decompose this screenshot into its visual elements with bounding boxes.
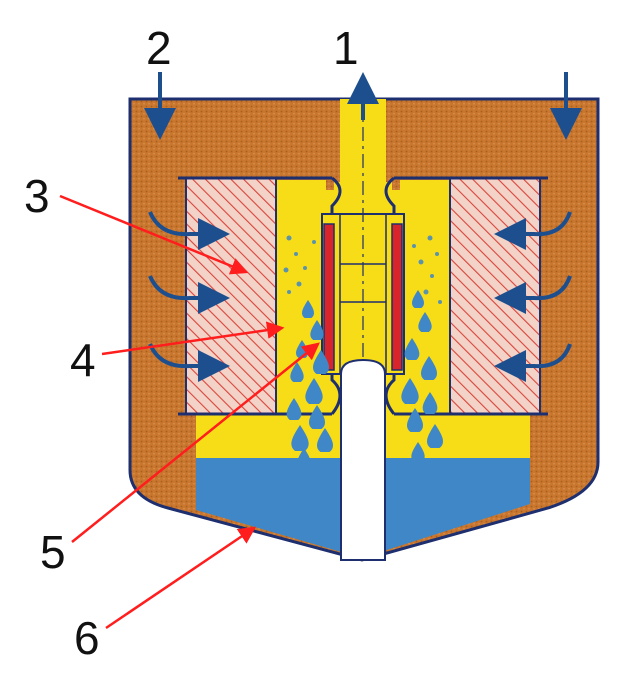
flow-arrow-left-1 (148, 211, 230, 250)
flow-arrow-left-2 (148, 275, 230, 314)
callout-4: 4 (70, 334, 96, 386)
callout-5: 5 (40, 526, 66, 578)
callout-6: 6 (74, 612, 100, 664)
flow-arrow-left-3 (148, 343, 230, 382)
flow-arrow-right-2 (494, 275, 572, 314)
leader-lines (59, 194, 320, 630)
flow-arrows (144, 72, 582, 382)
heating-element-left (323, 223, 335, 371)
leader-4 (101, 321, 285, 356)
flow-arrow-right-1 (494, 211, 572, 250)
callout-3: 3 (24, 170, 50, 222)
callout-1: 1 (333, 22, 359, 74)
inner-standpipe (340, 358, 386, 561)
droplets (283, 235, 443, 468)
leader-5 (71, 342, 320, 543)
leader-6 (105, 526, 257, 630)
flow-arrow-right-3 (494, 343, 572, 382)
callout-2: 2 (146, 22, 172, 74)
heating-element-right (391, 223, 403, 371)
leader-3 (59, 194, 249, 275)
